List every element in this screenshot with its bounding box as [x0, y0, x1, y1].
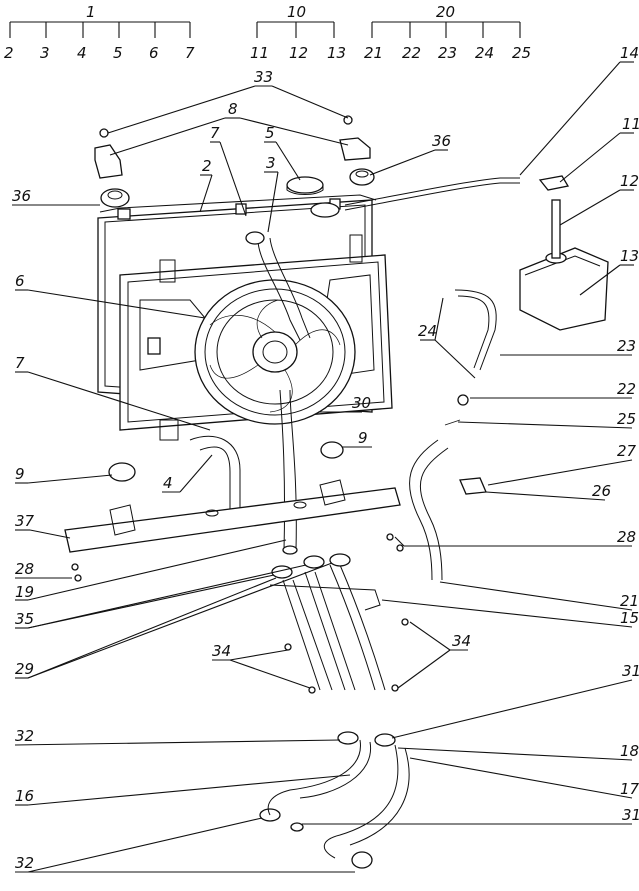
- callout-36-right: 36: [432, 132, 451, 150]
- callout-18: 18: [620, 742, 639, 760]
- callout-32-top: 32: [15, 727, 34, 745]
- callout-13: 13: [620, 247, 639, 265]
- callout-8: 8: [228, 100, 238, 118]
- callout-3: 3: [266, 154, 276, 172]
- callout-26: 26: [592, 482, 611, 500]
- bumpers: [108, 441, 344, 482]
- callout-9-left: 9: [15, 465, 25, 483]
- callout-37: 37: [15, 512, 35, 530]
- callout-32-bottom: 32: [15, 854, 34, 872]
- label-3: 3: [40, 44, 50, 62]
- callout-23: 23: [617, 337, 636, 355]
- label-13: 13: [327, 44, 346, 62]
- callout-34-right: 34: [452, 632, 471, 650]
- radiator-cap: [286, 176, 340, 218]
- label-12: 12: [289, 44, 308, 62]
- label-group-20: 20: [436, 3, 455, 21]
- steel-pipe-assembly: [269, 564, 386, 691]
- callout-9-right: 9: [358, 429, 368, 447]
- callout-33: 33: [254, 68, 273, 86]
- heater-hoses: [267, 739, 410, 859]
- callout-30: 30: [352, 394, 371, 412]
- callout-25: 25: [617, 410, 636, 428]
- index-group-10: [256, 21, 335, 38]
- callout-7-top: 7: [210, 124, 220, 142]
- label-24: 24: [475, 44, 494, 62]
- callout-14: 14: [620, 44, 639, 62]
- upper-brackets: [94, 115, 371, 179]
- label-21: 21: [364, 44, 383, 62]
- callout-16: 16: [15, 787, 34, 805]
- label-4: 4: [77, 44, 87, 62]
- bolts: [71, 533, 409, 694]
- callout-28-right: 28: [617, 528, 636, 546]
- callout-29: 29: [15, 660, 34, 678]
- upper-hose: [245, 231, 311, 341]
- label-22: 22: [402, 44, 421, 62]
- index-group-20: [371, 21, 521, 38]
- callout-6: 6: [15, 272, 25, 290]
- label-group-10: 10: [287, 3, 306, 21]
- callout-17: 17: [620, 780, 639, 798]
- index-group-1: [9, 21, 191, 38]
- callout-19: 19: [15, 583, 34, 601]
- cooling-fan: [194, 279, 356, 425]
- callout-5: 5: [265, 124, 275, 142]
- label-25: 25: [512, 44, 531, 62]
- callout-28-left: 28: [15, 560, 34, 578]
- expansion-tank: [519, 175, 609, 331]
- callout-7-mid: 7: [15, 354, 25, 372]
- callout-21: 21: [620, 592, 639, 610]
- label-2: 2: [4, 44, 14, 62]
- callout-31-bottom: 31: [622, 806, 639, 824]
- callout-labels: 1 2 3 4 5 6 7 10 11 12 13 20 21 22 23 24…: [4, 3, 639, 872]
- label-group-1: 1: [86, 3, 96, 21]
- callout-34-left: 34: [212, 642, 231, 660]
- lower-crossmember: [64, 479, 401, 553]
- label-7: 7: [185, 44, 195, 62]
- callout-15: 15: [620, 609, 639, 627]
- callout-2: 2: [202, 157, 212, 175]
- leader-lines: [12, 61, 634, 873]
- right-hose-assembly: [409, 289, 497, 581]
- callout-4: 4: [163, 474, 173, 492]
- callout-22: 22: [617, 380, 636, 398]
- callout-31-top: 31: [622, 662, 639, 680]
- label-11: 11: [250, 44, 269, 62]
- hose-clamps: [259, 553, 396, 869]
- callout-36-left: 36: [12, 187, 31, 205]
- overflow-hose: [344, 177, 520, 211]
- callout-12: 12: [620, 172, 639, 190]
- callout-11: 11: [622, 115, 639, 133]
- lower-hoses: [189, 389, 298, 555]
- grommets: [100, 168, 375, 208]
- label-23: 23: [438, 44, 457, 62]
- callout-24: 24: [418, 322, 437, 340]
- callout-35: 35: [15, 610, 34, 628]
- label-6: 6: [149, 44, 159, 62]
- callout-27: 27: [617, 442, 637, 460]
- label-5: 5: [113, 44, 123, 62]
